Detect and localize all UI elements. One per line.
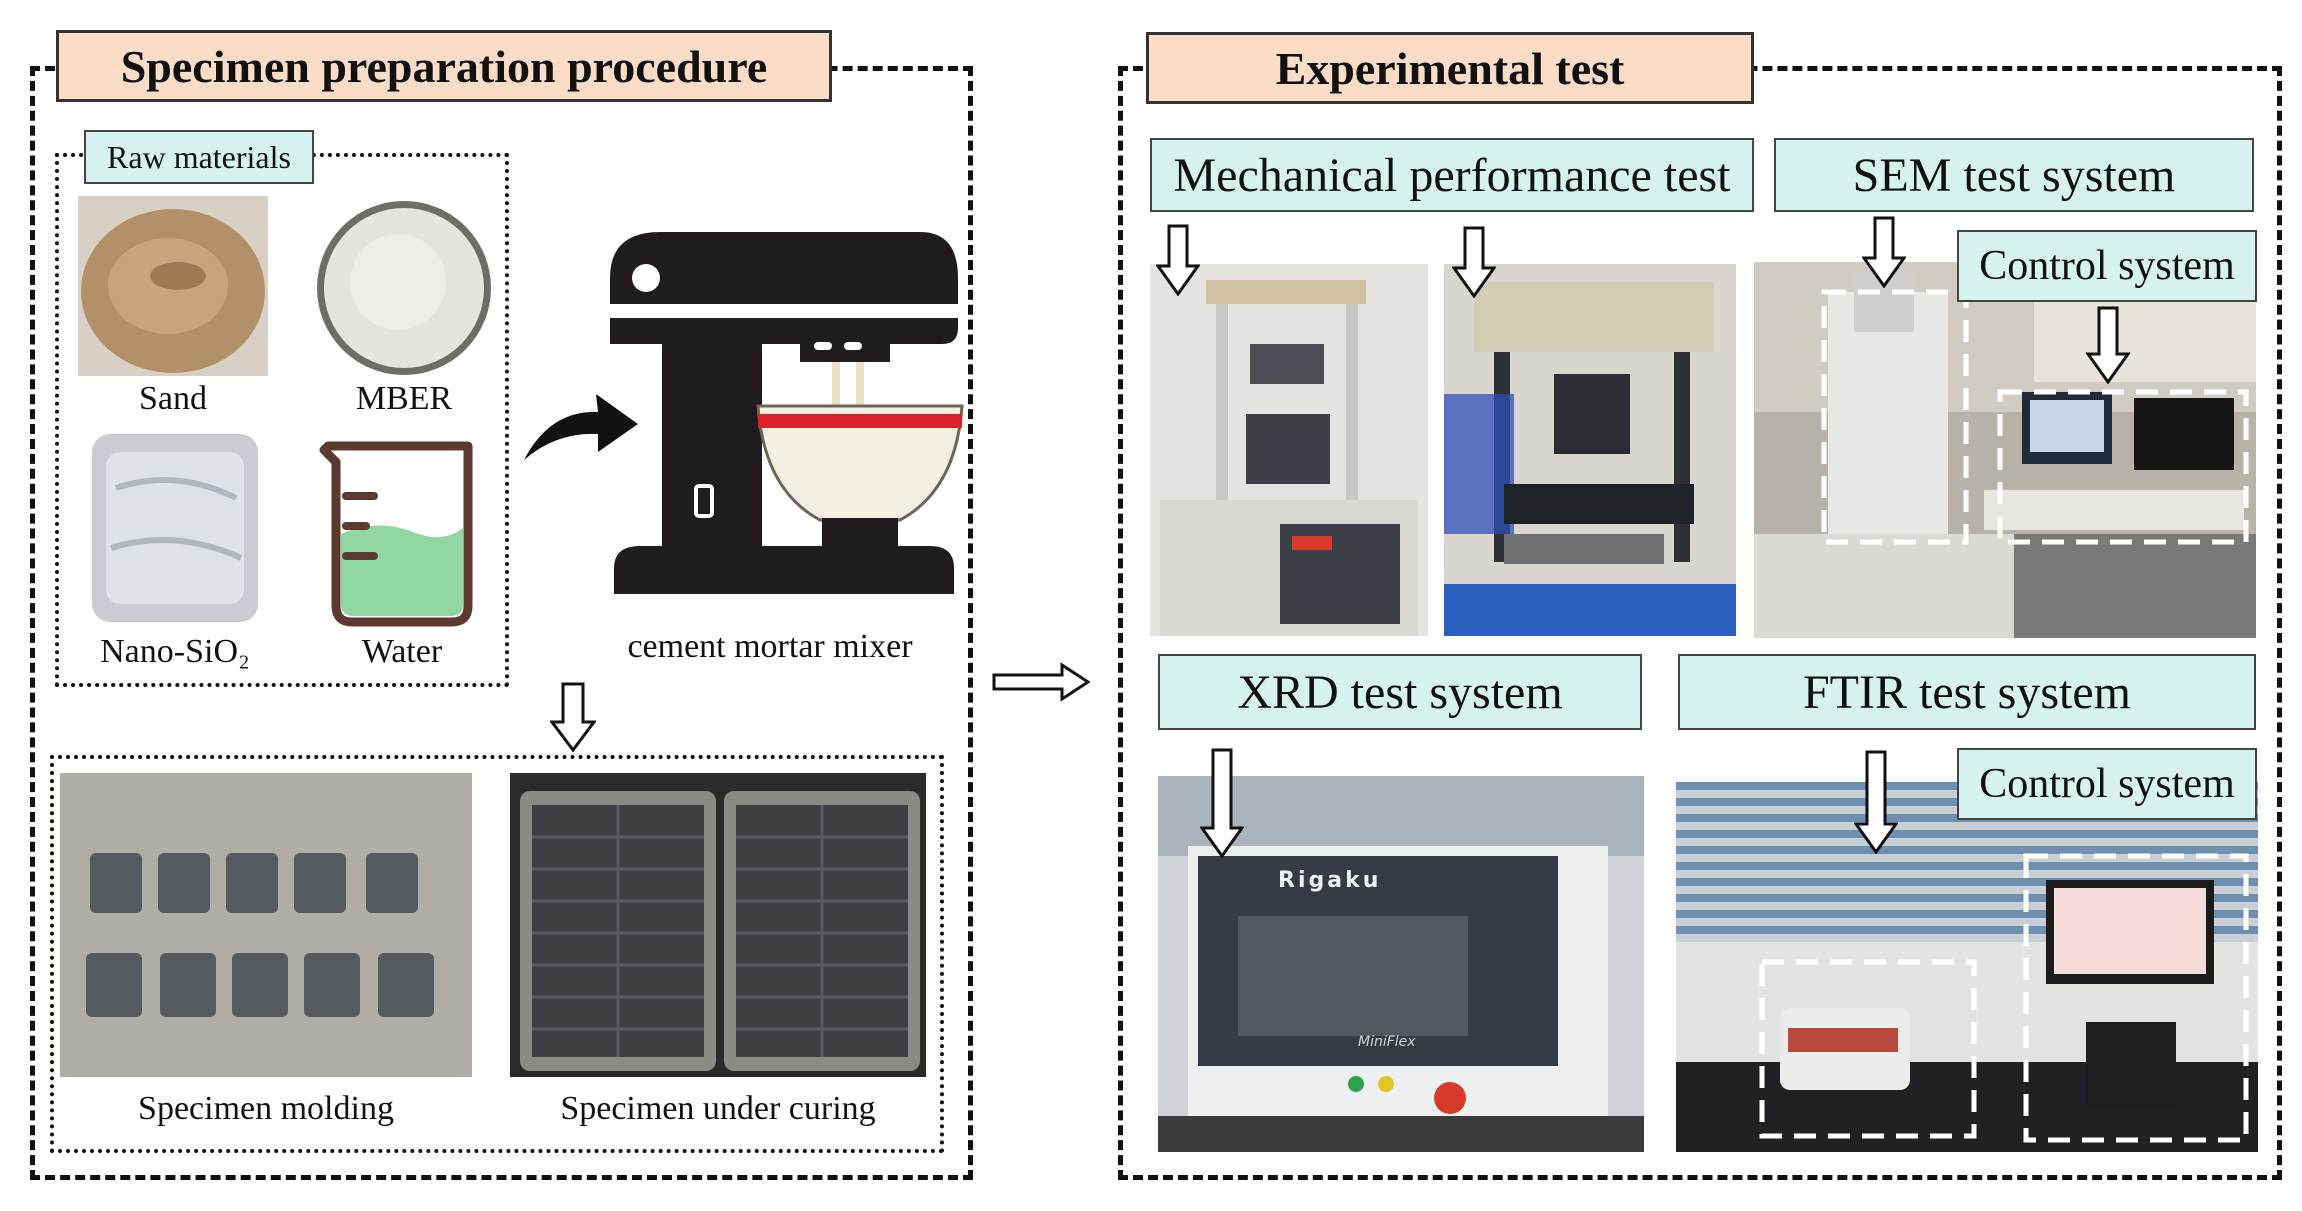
nano-sio2-caption: Nano-SiO₂ [100, 633, 250, 670]
sand-photo [78, 196, 268, 376]
xrd-brand-text: Rigaku [1278, 868, 1382, 893]
experimental-test-title: Experimental test [1146, 32, 1754, 104]
down-arrow-icon [1451, 226, 1497, 299]
cement-mortar-mixer-icon [600, 228, 970, 598]
water-caption: Water [361, 633, 443, 670]
down-arrow-icon [1155, 224, 1201, 297]
specimen-curing-caption: Specimen under curing [560, 1090, 876, 1127]
specimen-molding-caption: Specimen molding [138, 1090, 394, 1127]
xrd-label: XRD test system [1158, 654, 1642, 730]
mber-photo [312, 198, 496, 378]
ftir-photo [1676, 782, 2258, 1152]
curved-arrow-icon [520, 390, 640, 470]
down-arrow-icon [1861, 216, 1907, 289]
mber-caption: MBER [355, 380, 453, 417]
sand-caption: Sand [139, 380, 207, 417]
mechanical-tester-photo-2 [1444, 264, 1736, 636]
xrd-model-text: MiniFlex [1358, 1034, 1416, 1050]
specimen-molding-photo [60, 773, 472, 1077]
specimen-preparation-title: Specimen preparation procedure [56, 30, 832, 102]
sem-control-system-label: Control system [1957, 230, 2257, 302]
sem-photo [1754, 262, 2256, 638]
mechanical-tester-photo-1 [1150, 264, 1428, 636]
ftir-label: FTIR test system [1678, 654, 2256, 730]
specimen-curing-photo [510, 773, 926, 1077]
xrd-photo: Rigaku MiniFlex [1158, 776, 1644, 1152]
raw-materials-label: Raw materials [84, 130, 314, 184]
mechanical-performance-label: Mechanical performance test [1150, 138, 1754, 212]
mixer-caption: cement mortar mixer [627, 628, 913, 665]
water-beaker-icon [318, 436, 486, 628]
nano-sio2-photo [86, 428, 264, 628]
down-arrow-icon [2085, 306, 2131, 385]
ftir-control-system-label: Control system [1957, 748, 2257, 820]
down-arrow-icon [1853, 750, 1899, 855]
specimen-group [50, 755, 944, 1153]
right-arrow-icon [992, 662, 1091, 702]
sem-label: SEM test system [1774, 138, 2254, 212]
down-arrow-icon [1199, 748, 1245, 859]
down-arrow-icon [549, 682, 597, 753]
